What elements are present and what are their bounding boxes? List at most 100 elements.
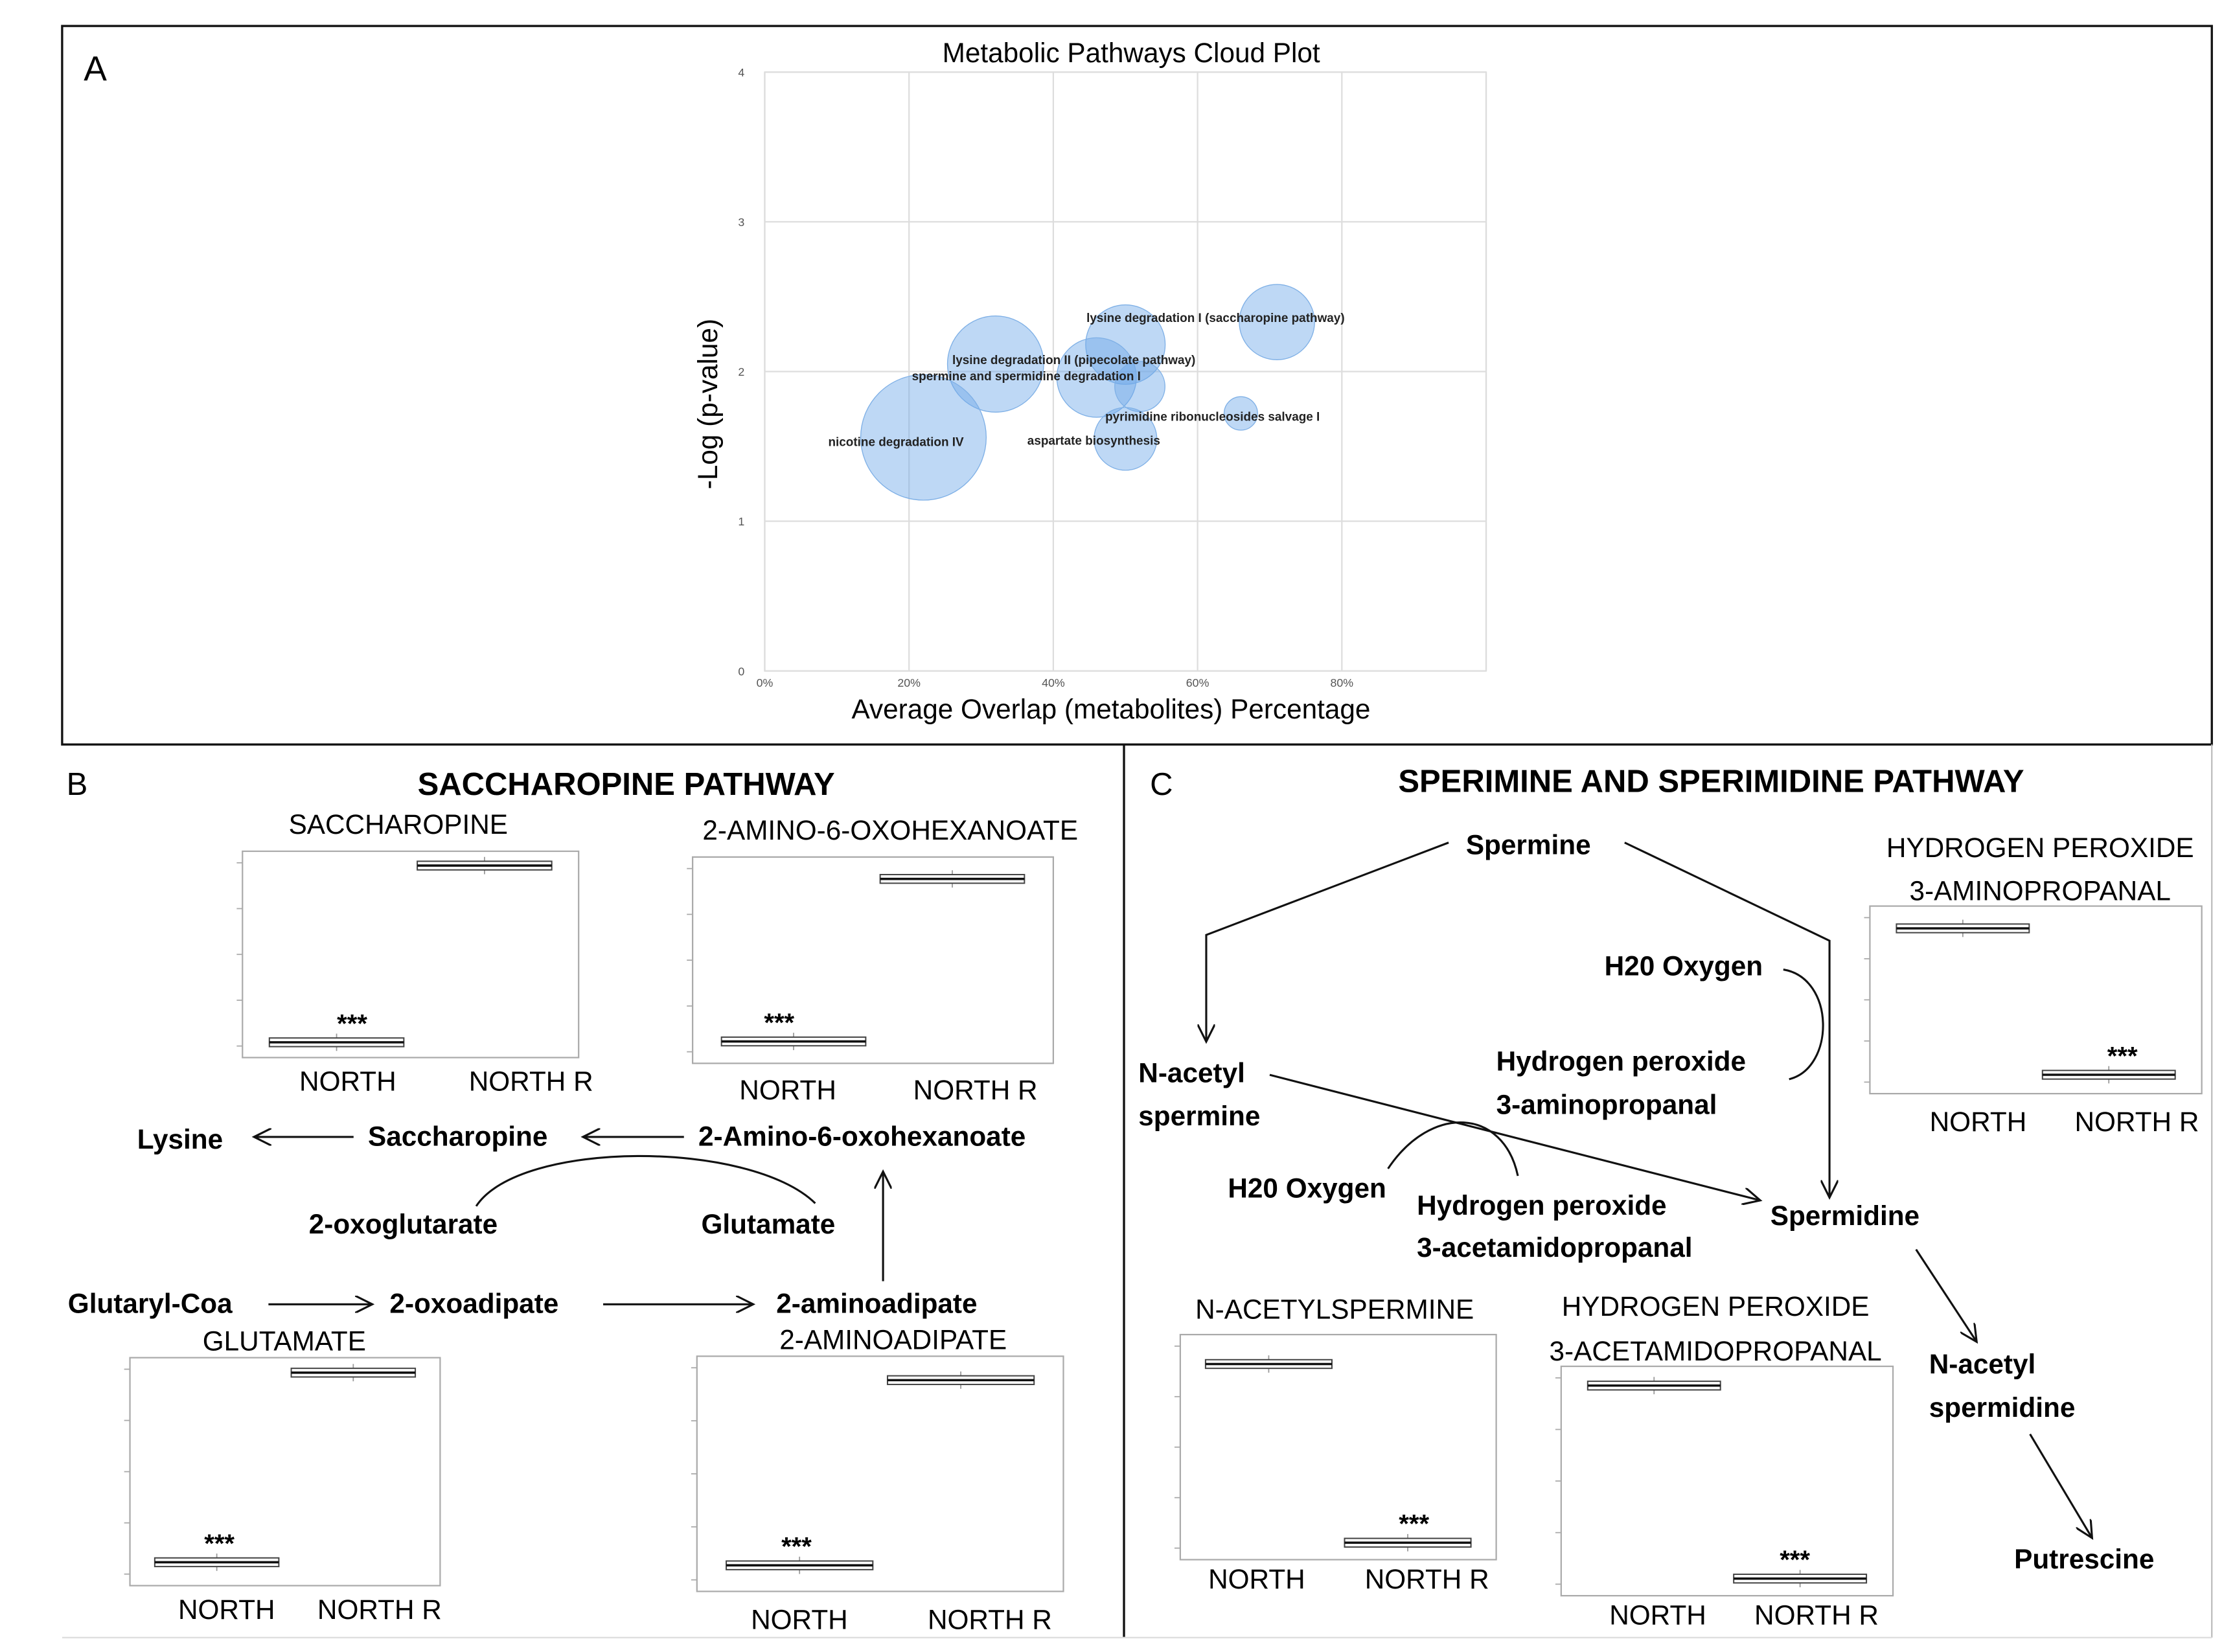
y-tick-label: 2 [738,365,744,378]
significance-marker: *** [1399,1510,1429,1539]
boxplot-frame [1869,905,2203,1095]
arrow-nacetylspermidine-to-putrescine [2029,1433,2092,1538]
arrow-nacetylspermine-to-spermidine [1269,1073,1760,1200]
pathway-bubble-label: pyrimidine ribonucleosides salvage I [1105,410,1320,424]
significance-marker: *** [337,1009,367,1038]
pathway-arrows-c [1206,842,2092,1538]
pathway-bubble [1114,361,1165,412]
node-saccharopine: Saccharopine [368,1121,547,1151]
pathway-bubble [946,315,1044,413]
boxplot-category-label: NORTH R [2074,1107,2199,1137]
boxplot-category-label: NORTH R [1365,1564,1489,1594]
panel-a: A Metabolic Pathways Cloud Plot 0% 20% 40%… [61,25,2213,746]
node-n-acetyl-spermine-1: N-acetyl [1138,1057,1245,1088]
boxplot-category-label: NORTH R [469,1066,593,1097]
x-tick-label: 60% [1186,676,1209,689]
pathway-bubble-label: nicotine degradation IV [828,435,964,449]
boxplot-title: 2-AMINO-6-OXOHEXANOATE [702,815,1078,845]
arrow-spermine-to-spermidine [1624,842,1829,1198]
boxplot-category-label: NORTH [739,1075,836,1105]
boxplot-frame [692,856,1055,1064]
node-3-acetamidopropanal: 3-acetamidopropanal [1417,1232,1692,1263]
boxplot-frame [242,850,580,1059]
node-spermine: Spermine [1466,829,1591,860]
pathway-bubble [1094,407,1158,471]
node-hydrogen-peroxide-1: Hydrogen peroxide [1496,1046,1746,1076]
cloud-plot-xlabel: Average Overlap (metabolites) Percentage [852,694,1371,724]
boxplot-category-label: NORTH [751,1604,848,1635]
node-lysine: Lysine [137,1124,223,1154]
boxplot-frame [129,1357,441,1587]
boxplot-category-label: NORTH [299,1066,396,1097]
cloud-plot-ylabel: -Log (p-value) [693,319,723,489]
boxplot-frame [1179,1333,1497,1561]
significance-marker: *** [2107,1042,2138,1070]
significance-marker: *** [781,1533,812,1561]
pathway-bubble [860,374,987,501]
boxplot-title: HYDROGEN PEROXIDE [1562,1291,1870,1322]
node-2-oxoadipate: 2-oxoadipate [389,1289,558,1319]
panel-b: B SACCHAROPINE PATHWAY Lysine Saccharopi… [67,767,1026,1319]
pathway-bubble [1223,396,1258,431]
panel-c: C SPERIMINE AND SPERIMIDINE PATHWAY Sper… [1138,764,2154,1574]
x-tick-label: 20% [897,676,921,689]
node-n-acetyl-spermidine-1: N-acetyl [1929,1349,2036,1379]
boxplot-category-label: NORTH R [913,1075,1038,1105]
panel-c-letter: C [1150,767,1173,802]
cloud-plot-title: Metabolic Pathways Cloud Plot [943,38,1320,68]
node-n-acetyl-spermine-2: spermine [1138,1101,1260,1131]
boxplot-frame [696,1355,1064,1592]
arrow-spermidine-to-nacetylspermidine [1915,1248,1977,1342]
panel-a-frame [61,25,2213,746]
node-n-acetyl-spermidine-2: spermidine [1929,1392,2076,1423]
boxplot-frame [1560,1365,1894,1597]
pathway-arrows-b [254,1137,883,1304]
node-h2o-oxygen-2: H20 Oxygen [1228,1173,1386,1203]
node-hydrogen-peroxide-2: Hydrogen peroxide [1417,1190,1666,1221]
boxplot-title: 3-AMINOPROPANAL [1909,876,2170,906]
box-plots: SACCHAROPINE NORTH NORTH R *** 2-AMINO-6-OXO… [124,809,2203,1635]
x-tick-label: 40% [1042,676,1065,689]
pathway-bubble [1085,304,1166,385]
boxplot-category-label: NORTH [1930,1107,2027,1137]
pathway-bubble [1239,284,1315,361]
cofactor-arc-b [475,1154,816,1207]
node-3-aminopropanal: 3-aminopropanal [1496,1089,1717,1119]
node-h2o-oxygen-1: H20 Oxygen [1605,951,1763,981]
panel-a-letter: A [84,51,107,89]
y-tick-label: 3 [738,216,744,229]
node-2-oxoglutarate: 2-oxoglutarate [309,1209,498,1239]
boxplot-title: 3-ACETAMIDOPROPANAL [1550,1336,1882,1366]
boxplot-category-label: NORTH R [1754,1600,1879,1631]
boxplot-category-label: NORTH [1609,1600,1706,1631]
node-putrescine: Putrescine [2014,1544,2154,1574]
significance-marker: *** [764,1009,794,1037]
arrow-spermine-to-nacetylspermine [1206,842,1449,1042]
boxplot-title: GLUTAMATE [203,1326,366,1357]
panel-c-title: SPERIMINE AND SPERIMIDINE PATHWAY [1398,764,2024,799]
significance-marker: *** [1780,1546,1810,1574]
node-2-aminoadipate: 2-aminoadipate [776,1289,977,1319]
y-tick-label: 1 [738,515,744,528]
pathway-bubble-label: lysine degradation II (pipecolate pathwa… [952,354,1195,367]
pathway-bubble-label: lysine degradation I (saccharopine pathw… [1086,312,1345,325]
node-spermidine: Spermidine [1771,1200,1920,1231]
boxplot-title: 2-AMINOADIPATE [779,1324,1007,1355]
node-glutamate: Glutamate [701,1209,835,1239]
boxplot-category-label: NORTH R [317,1594,442,1625]
y-tick-label: 0 [738,665,744,678]
boxplot-title: SACCHAROPINE [289,809,508,840]
x-tick-label: 0% [757,676,774,689]
node-glutaryl-coa: Glutaryl-Coa [68,1289,233,1319]
boxplot-category-label: NORTH [1208,1564,1305,1594]
cofactor-arc-c1 [1783,969,1824,1081]
pathway-bubble-label: spermine and spermidine degradation I [912,370,1141,384]
boxplot-category-label: NORTH [178,1594,275,1625]
pathway-bubble-label: aspartate biosynthesis [1027,434,1160,448]
x-tick-label: 80% [1330,676,1353,689]
panel-b-title: SACCHAROPINE PATHWAY [418,767,835,802]
panel-b-letter: B [67,767,88,802]
significance-marker: *** [204,1530,235,1558]
